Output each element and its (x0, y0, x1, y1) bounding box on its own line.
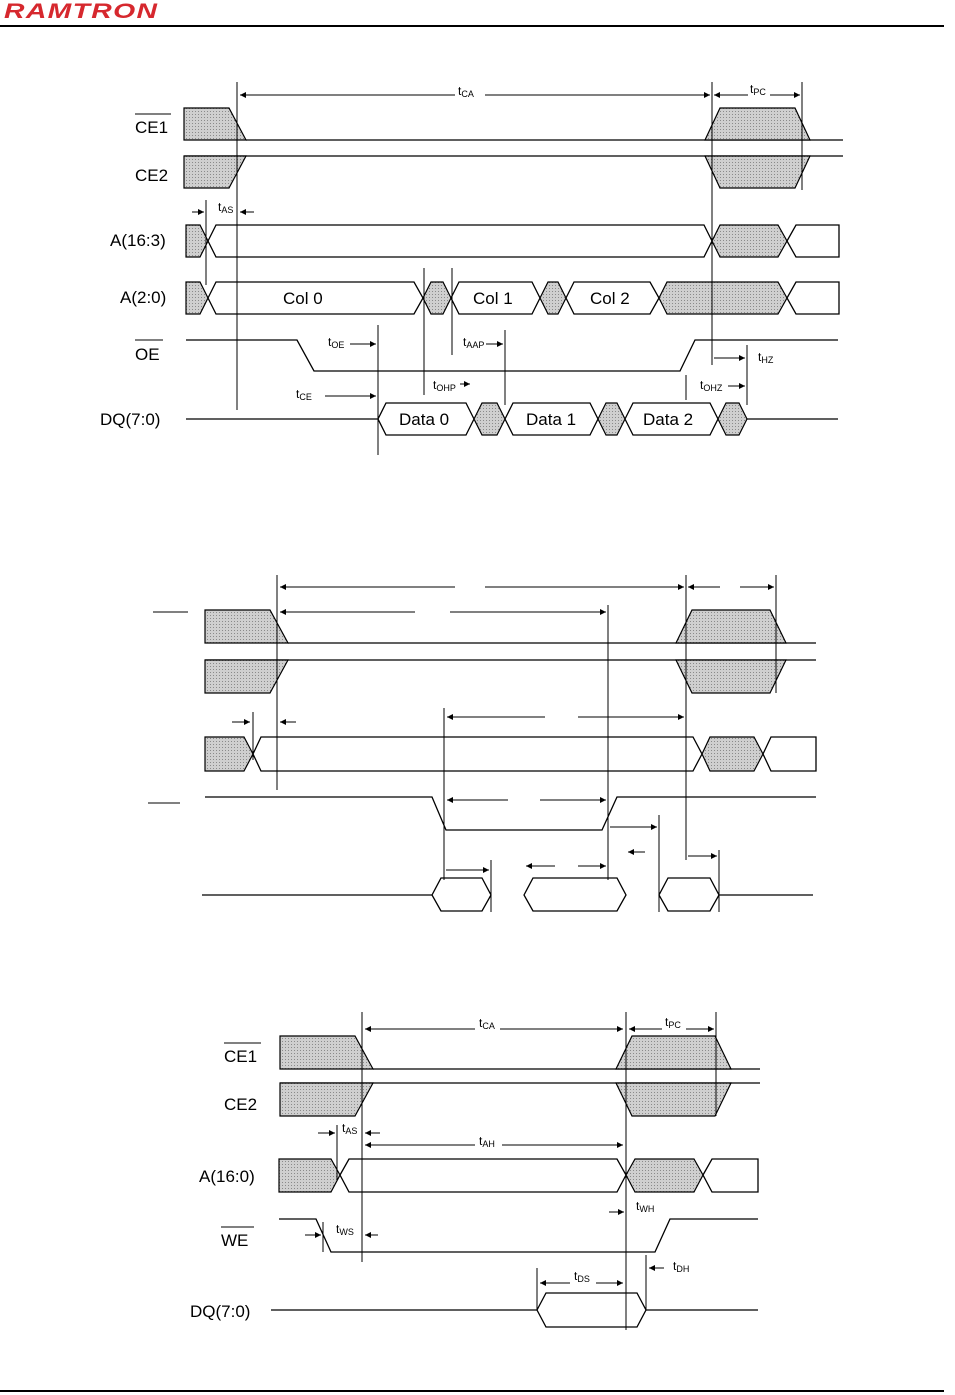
w-t-wh-label: tWH (636, 1199, 654, 1214)
w-t-dh-label: tDH (673, 1259, 689, 1274)
t-ohz-label: tOHZ (700, 378, 723, 393)
w-t-pc-label: tPC (665, 1015, 681, 1030)
w-t-ah-label: tAH (479, 1134, 495, 1149)
signal-label-dq: DQ(7:0) (100, 410, 160, 429)
write-timing-diagram-unlabeled (148, 575, 817, 912)
signal-label-ce2: CE2 (135, 166, 168, 185)
t-aap-label: tAAP (463, 335, 484, 350)
t-as-label: tAS (218, 200, 233, 215)
w-signal-label-ce2: CE2 (224, 1095, 257, 1114)
t-oe-label: tOE (328, 335, 344, 350)
col-0-label: Col 0 (283, 289, 323, 308)
w-signal-label-ce1: CE1 (224, 1047, 257, 1066)
ce2-waveform-end (704, 155, 811, 189)
footer-rule (0, 1390, 944, 1392)
w-signal-label-a16-0: A(16:0) (199, 1167, 255, 1186)
w-t-ds-label: tDS (574, 1269, 590, 1284)
data-0-label: Data 0 (399, 410, 449, 429)
t-hz-label: tHZ (758, 350, 774, 365)
ce2-waveform-start (183, 155, 247, 189)
col-1-label: Col 1 (473, 289, 513, 308)
data-1-label: Data 1 (526, 410, 576, 429)
header-rule (0, 25, 944, 27)
t-ce-label: tCE (296, 387, 312, 402)
w-signal-label-dq: DQ(7:0) (190, 1302, 250, 1321)
col-2-label: Col 2 (590, 289, 630, 308)
t-ca-label: tCA (458, 84, 474, 99)
data-2-label: Data 2 (643, 410, 693, 429)
read-timing-diagram: CE1 CE2 A(16:3) A(2:0) OE DQ(7:0) Col 0 … (100, 82, 843, 455)
t-pc-label: tPC (750, 82, 766, 97)
signal-label-ce1: CE1 (135, 118, 168, 137)
w-t-as-label: tAS (342, 1121, 357, 1136)
w-t-ca-label: tCA (479, 1016, 495, 1031)
signal-label-a16-3: A(16:3) (110, 231, 166, 250)
t-ohp-label: tOHP (433, 378, 456, 393)
ce1-waveform-end (704, 107, 811, 141)
w-signal-label-we: WE (221, 1231, 248, 1250)
w-t-ws-label: tWS (336, 1222, 354, 1237)
signal-label-oe: OE (135, 345, 160, 364)
ramtron-logo: RAMTRON (4, 0, 159, 23)
signal-label-a2-0: A(2:0) (120, 288, 166, 307)
write-timing-diagram: CE1 CE2 A(16:0) WE DQ(7:0) (190, 1012, 760, 1330)
